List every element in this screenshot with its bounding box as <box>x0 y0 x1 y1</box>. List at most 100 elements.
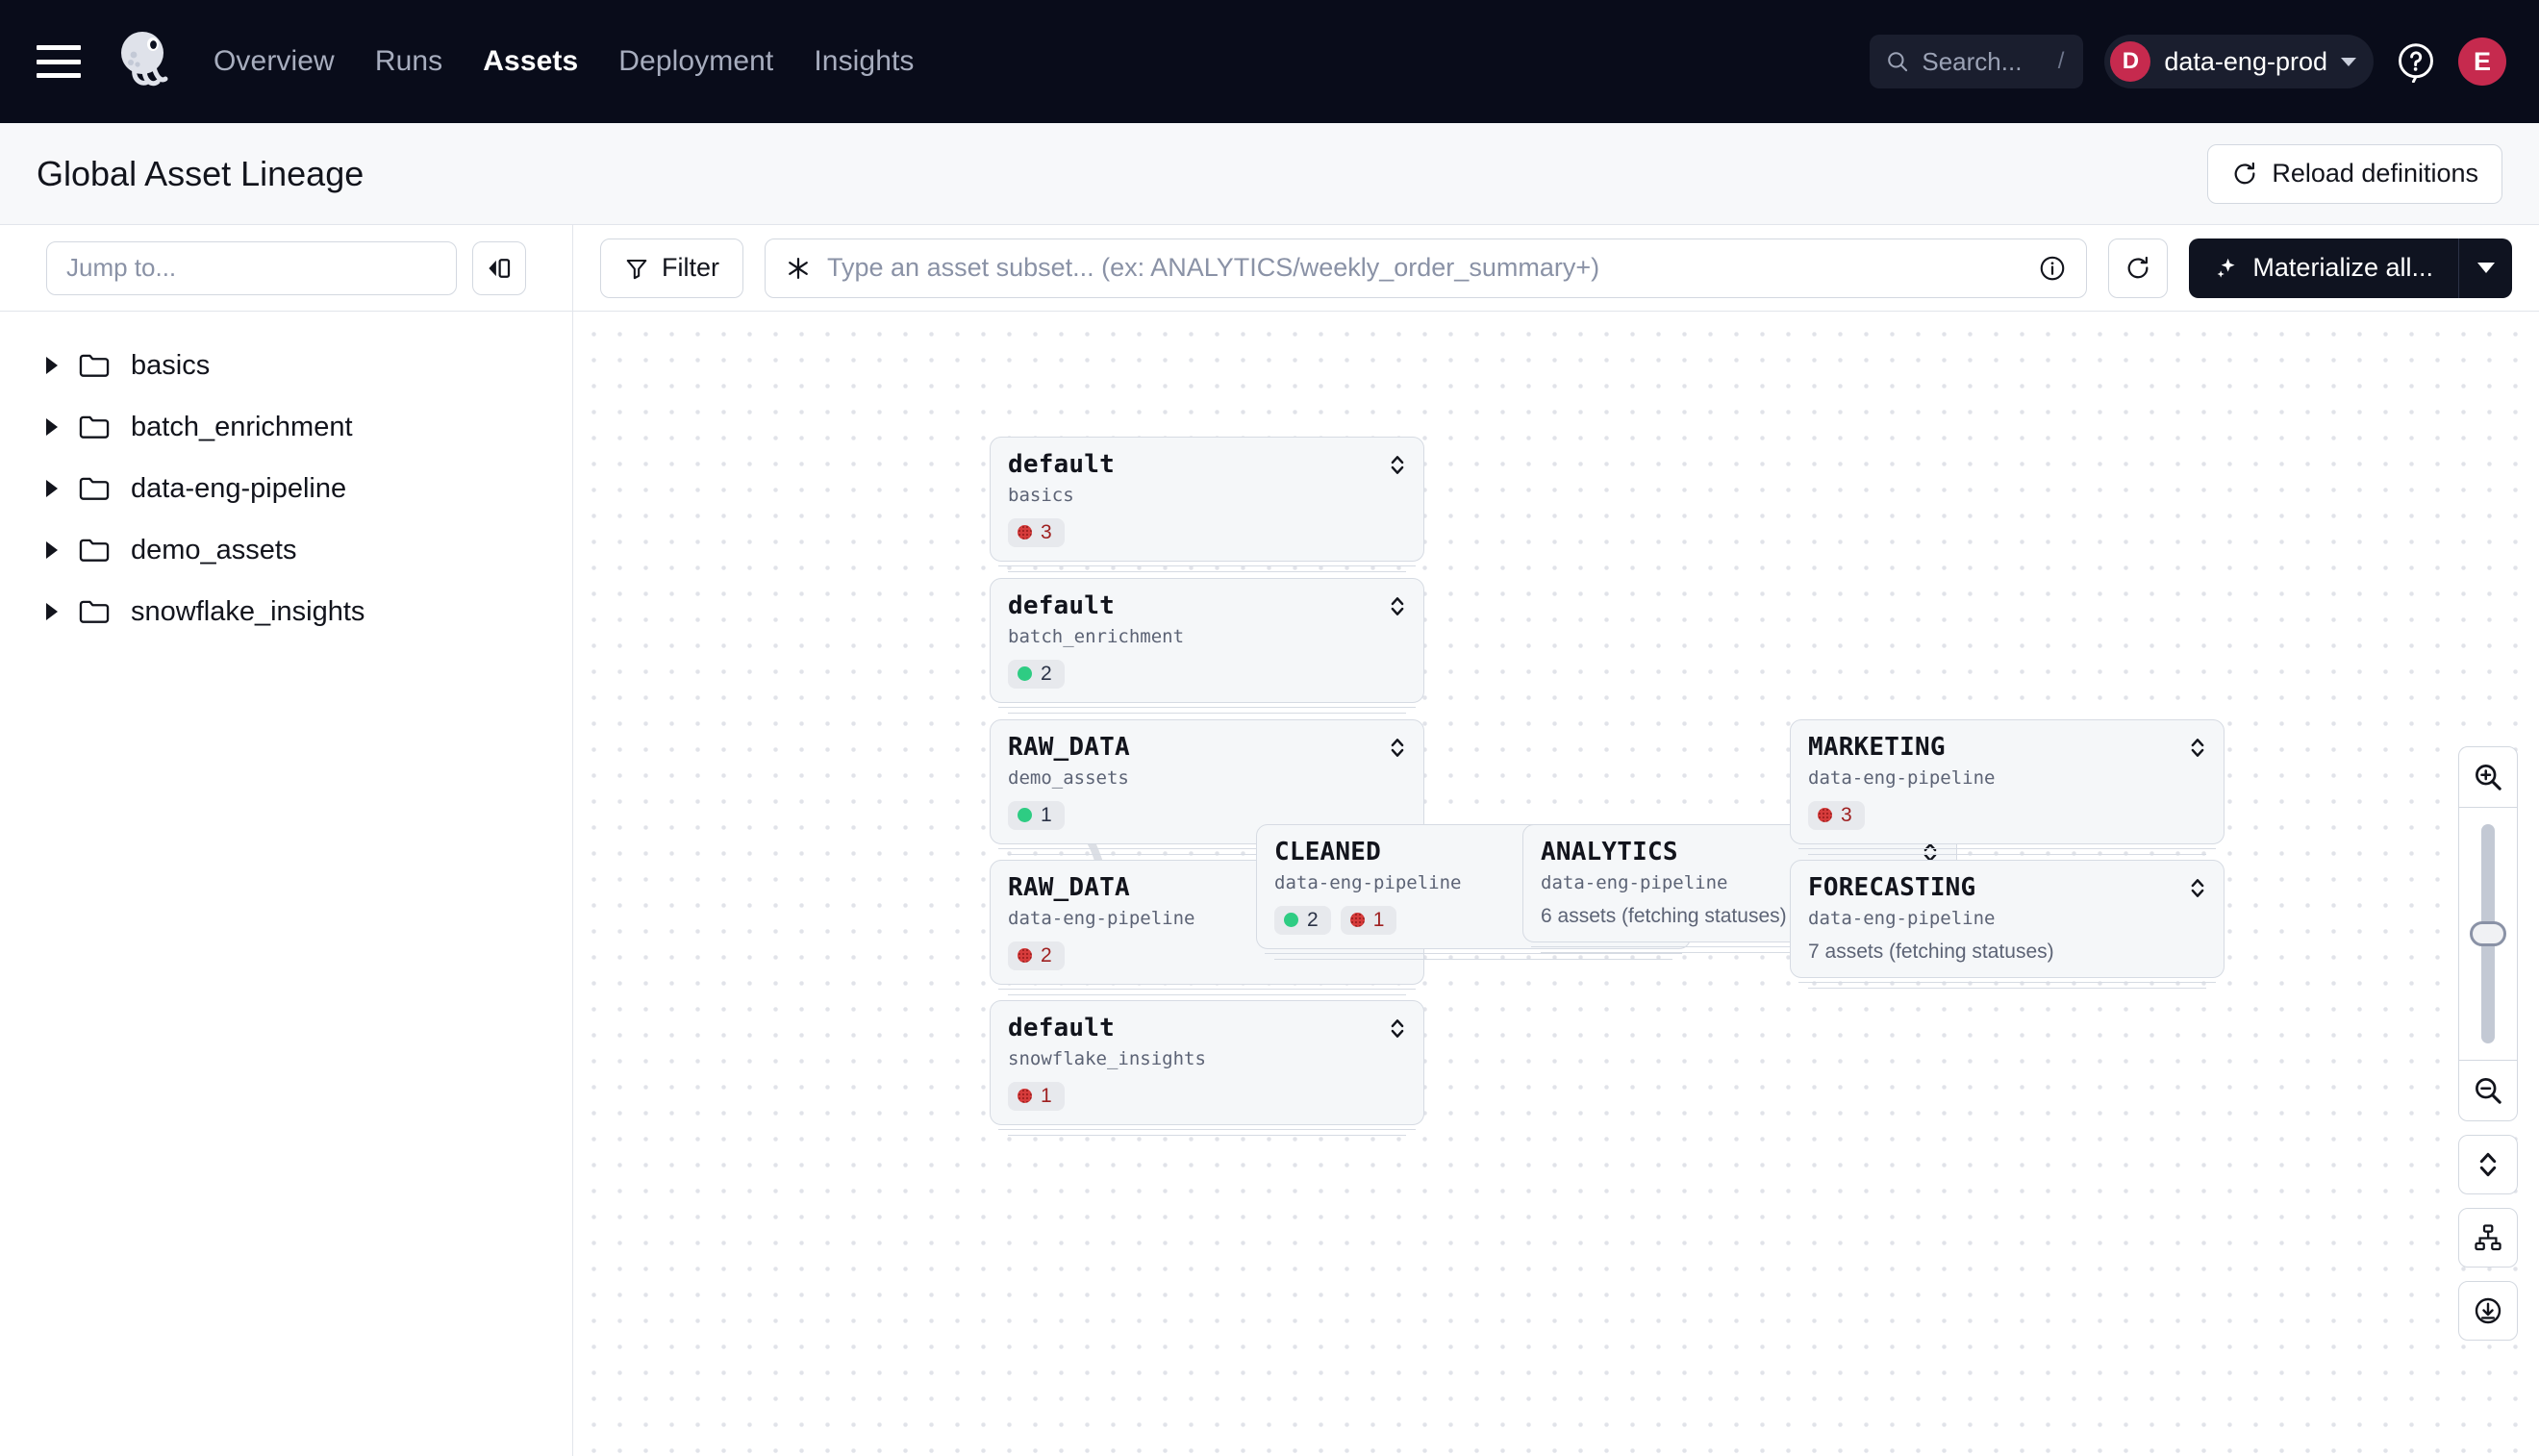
materialize-dropdown-button[interactable] <box>2458 238 2512 298</box>
layout-direction-button[interactable] <box>2458 1208 2518 1268</box>
sidebar-item-demo_assets[interactable]: demo_assets <box>0 519 572 581</box>
zoom-slider[interactable] <box>2458 808 2518 1060</box>
materialize-all-button[interactable]: Materialize all... <box>2189 238 2458 298</box>
status-badge-failed[interactable]: 3 <box>1808 800 1865 830</box>
asset-group-node-forecasting[interactable]: FORECASTING data-eng-pipeline 7 assets (… <box>1790 860 2225 989</box>
status-badge-success[interactable]: 1 <box>1008 800 1065 830</box>
expand-collapse-icon[interactable] <box>2189 874 2206 899</box>
node-stack-line <box>1274 958 1672 960</box>
failed-status-dot <box>1349 913 1365 928</box>
sidebar-item-snowflake_insights[interactable]: snowflake_insights <box>0 581 572 642</box>
node-stack-line <box>998 1128 1416 1130</box>
dagster-logo-icon[interactable] <box>106 26 177 97</box>
organization-selector[interactable]: D data-eng-prod <box>2104 35 2374 88</box>
sparkle-icon <box>2217 258 2235 278</box>
user-avatar[interactable]: E <box>2458 38 2506 86</box>
filter-icon <box>626 259 647 279</box>
nav-link-runs[interactable]: Runs <box>374 45 443 77</box>
search-icon <box>1888 52 1908 72</box>
sidebar-item-data-eng-pipeline[interactable]: data-eng-pipeline <box>0 458 572 519</box>
page-header: Global Asset Lineage Reload definitions <box>0 123 2539 225</box>
sidebar-item-label: batch_enrichment <box>131 411 353 442</box>
node-stack-line <box>1265 952 1682 954</box>
hierarchy-layout-icon <box>2475 1224 2501 1251</box>
node-subtitle: snowflake_insights <box>1008 1047 1206 1069</box>
top-navigation-bar: Overview Runs Assets Deployment Insights… <box>0 0 2539 123</box>
zoom-slider-thumb[interactable] <box>2470 921 2506 946</box>
status-badge-failed[interactable]: 3 <box>1008 517 1065 547</box>
node-title: default <box>1008 591 1115 620</box>
sidebar-item-basics[interactable]: basics <box>0 335 572 396</box>
asset-group-node-snowflake-insights-default[interactable]: default snowflake_insights 1 <box>990 1000 1424 1136</box>
status-badge-failed[interactable]: 1 <box>1340 905 1397 935</box>
failed-status-dot <box>1018 525 1032 540</box>
node-stack-line <box>1798 847 2216 849</box>
asset-group-node-marketing[interactable]: MARKETING data-eng-pipeline 3 <box>1790 719 2225 855</box>
chevron-right-icon[interactable] <box>46 418 58 436</box>
node-status-badges: 1 <box>1008 1081 1406 1111</box>
refresh-lineage-button[interactable] <box>2108 238 2169 298</box>
chevron-right-icon[interactable] <box>46 603 58 620</box>
sidebar-item-label: snowflake_insights <box>131 595 365 627</box>
hamburger-menu-icon[interactable] <box>37 45 81 78</box>
node-subtitle: data-eng-pipeline <box>1541 871 1728 893</box>
expand-collapse-icon[interactable] <box>1389 734 1406 759</box>
node-status-badges: 2 1 <box>1274 905 1672 935</box>
status-badge-failed[interactable]: 1 <box>1008 1081 1065 1111</box>
reload-definitions-button[interactable]: Reload definitions <box>2207 143 2502 204</box>
asset-group-node-batch-enrichment-default[interactable]: default batch_enrichment 2 <box>990 578 1424 714</box>
node-stack-line <box>1531 945 1948 947</box>
primary-nav-links: Overview Runs Assets Deployment Insights <box>214 45 915 78</box>
zoom-out-button[interactable] <box>2458 1061 2518 1120</box>
status-badge-success[interactable]: 2 <box>1008 659 1065 689</box>
lineage-canvas[interactable]: default basics 3 <box>573 312 2539 1456</box>
expand-collapse-icon[interactable] <box>1389 592 1406 617</box>
global-search-input[interactable]: Search... / <box>1870 35 2084 88</box>
collapse-sidebar-button[interactable] <box>472 240 526 295</box>
expand-collapse-icon[interactable] <box>1389 451 1406 476</box>
asset-group-node-basics-default[interactable]: default basics 3 <box>990 437 1424 572</box>
chevron-right-icon[interactable] <box>46 480 58 497</box>
node-stack-line <box>998 565 1416 566</box>
download-graph-button[interactable] <box>2458 1281 2518 1341</box>
node-subtitle: data-eng-pipeline <box>1008 907 1195 929</box>
failed-status-dot <box>1818 808 1832 823</box>
asset-selection-icon <box>789 257 808 279</box>
info-circle-icon[interactable] <box>2038 254 2067 283</box>
status-count: 2 <box>1041 662 1052 685</box>
expand-all-button[interactable] <box>2458 1135 2518 1194</box>
expand-collapse-icon[interactable] <box>2189 734 2206 759</box>
sidebar-item-label: demo_assets <box>131 534 297 565</box>
node-title: RAW_DATA <box>1008 873 1130 902</box>
sidebar-item-batch_enrichment[interactable]: batch_enrichment <box>0 396 572 458</box>
node-title: ANALYTICS <box>1541 838 1678 866</box>
expand-collapse-icon[interactable] <box>1389 1015 1406 1040</box>
reload-definitions-label: Reload definitions <box>2272 159 2478 188</box>
status-count: 1 <box>1041 1084 1052 1107</box>
node-status-badges: 1 <box>1008 800 1406 830</box>
nav-link-deployment[interactable]: Deployment <box>618 45 774 77</box>
status-badge-failed[interactable]: 2 <box>1008 941 1065 970</box>
asset-group-tree: basics batch_enrichment data-eng-pipelin… <box>0 312 572 642</box>
chevron-right-icon[interactable] <box>46 541 58 559</box>
status-badge-success[interactable]: 2 <box>1274 905 1331 935</box>
filter-label: Filter <box>662 253 719 282</box>
nav-link-overview[interactable]: Overview <box>214 45 335 77</box>
help-icon[interactable] <box>2395 40 2437 84</box>
nav-link-assets[interactable]: Assets <box>483 45 579 77</box>
jump-to-input[interactable]: Jump to... <box>46 240 457 295</box>
filter-button[interactable]: Filter <box>600 238 743 298</box>
chevron-right-icon[interactable] <box>46 357 58 374</box>
node-subtitle: batch_enrichment <box>1008 625 1185 647</box>
asset-group-node-demo-assets-raw-data[interactable]: RAW_DATA demo_assets 1 <box>990 719 1424 855</box>
node-stack-line <box>1008 853 1406 855</box>
nav-link-insights[interactable]: Insights <box>814 45 915 77</box>
zoom-in-button[interactable] <box>2458 747 2518 807</box>
node-subtitle: data-eng-pipeline <box>1808 907 1996 929</box>
node-subtitle: demo_assets <box>1008 766 1129 789</box>
asset-subset-input[interactable]: Type an asset subset... (ex: ANALYTICS/w… <box>765 238 2088 298</box>
materialize-all-label: Materialize all... <box>2252 253 2433 282</box>
node-stack-line <box>998 847 1416 849</box>
success-status-dot <box>1018 808 1032 823</box>
node-fetching-note: 7 assets (fetching statuses) <box>1808 940 2054 963</box>
